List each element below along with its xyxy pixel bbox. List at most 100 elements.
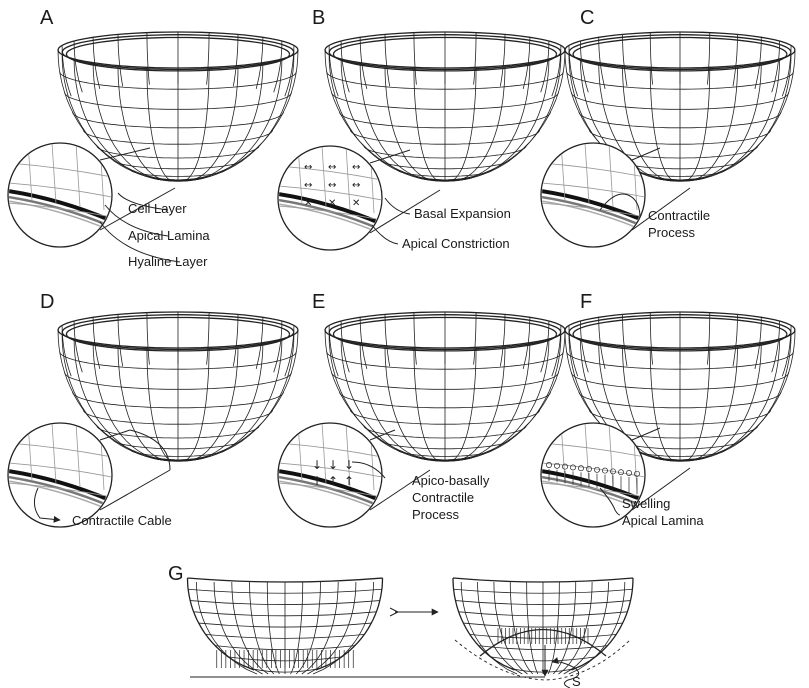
label-contractile-cable: Contractile Cable	[72, 513, 172, 528]
bowl-e-meridian	[414, 347, 445, 461]
bowl-b-back-meridian	[341, 41, 349, 92]
panel-f: F Swelling Apical Lamina	[541, 291, 795, 528]
inset-circle-e-arrow-up: ↑	[328, 474, 338, 488]
bowl-d-meridian	[147, 347, 178, 461]
bowl-b-meridian	[360, 63, 445, 181]
label-apico-basally: Apico-basally	[412, 473, 490, 488]
inset-circle-e-arrow-down: ↓	[312, 458, 322, 472]
label-apical-constriction: Apical Constriction	[402, 236, 510, 251]
bowl-d-meridian	[118, 346, 178, 461]
inset-circle-d	[8, 423, 112, 527]
bowl-f-meridian	[680, 339, 780, 460]
panel-g-letter: G	[168, 563, 184, 585]
bowl-b-back-meridian	[541, 41, 549, 92]
bowl-e-meridian	[445, 343, 530, 461]
label-basal-expansion: Basal Expansion	[414, 206, 511, 221]
inset-link-c1	[632, 148, 660, 160]
panel-g: G S	[168, 563, 633, 688]
bowl-b-meridian	[445, 63, 530, 181]
bowl-g-after	[453, 578, 633, 674]
bowl-d-meridian	[178, 347, 209, 461]
bowl-a-meridian	[93, 63, 178, 181]
label-process-e: Process	[412, 507, 459, 522]
inset-circle-e-arrow-up: ↑	[312, 474, 322, 488]
label-contractile-c: Contractile	[648, 208, 710, 223]
panel-a: A Cell Layer Apical Lamina Hyaline Layer	[8, 7, 298, 269]
label-s: S	[572, 674, 581, 688]
inset-circle-b: ↔↔✕↔↔✕↔↔✕	[278, 146, 382, 250]
bowl-c-meridian	[680, 59, 780, 180]
bowl-d-back-meridian	[274, 321, 282, 372]
bowl-f-meridian	[680, 347, 710, 461]
inset-circle-b-arrow-glyph: ↔	[328, 162, 336, 173]
bowl-c-meridian	[680, 63, 761, 181]
bowl-g-after-meridian	[569, 582, 625, 674]
bowl-b-meridian	[414, 67, 445, 181]
bowl-g-after-meridian	[461, 582, 517, 674]
bowl-b-meridian	[445, 59, 549, 180]
bowl-a-meridian	[178, 67, 209, 181]
panel-b-letter: B	[312, 7, 325, 29]
bowl-a-back-meridian	[74, 41, 82, 92]
inset-circle-e: ↓ ↑ ↓ ↑ ↓ ↑	[278, 423, 382, 527]
inset-circle-e-arrow-up: ↑	[344, 474, 354, 488]
inset-circle-b-arrow-glyph: ↔	[304, 180, 312, 191]
bowl-d-back-meridian	[74, 321, 82, 372]
bowl-f-back-meridian	[580, 321, 588, 372]
inset-circle-f	[541, 423, 645, 527]
s-leader-arrow	[552, 662, 575, 668]
bowl-f-meridian	[680, 346, 738, 461]
label-apical-lamina: Apical Lamina	[128, 228, 210, 243]
panel-d-letter: D	[40, 291, 54, 313]
bowl-e-meridian	[445, 346, 505, 461]
bowl-d-meridian	[178, 339, 282, 460]
panel-f-letter: F	[580, 291, 592, 313]
inset-link-f1	[632, 428, 660, 440]
label-contractile-e: Contractile	[412, 490, 474, 505]
inset-circle-b-arrow-glyph: ✕	[352, 198, 360, 209]
bowl-g-after-ring	[453, 578, 633, 582]
bowl-d-meridian	[178, 343, 263, 461]
bowl-c-meridian	[680, 66, 738, 181]
bowl-a-meridian	[178, 59, 282, 180]
bowl-c-meridian	[650, 67, 680, 181]
bowl-e-meridian	[445, 347, 476, 461]
bowl-g-before	[188, 578, 383, 674]
bowl-e-meridian	[360, 343, 445, 461]
bowl-f-meridian	[650, 347, 680, 461]
bowl-a-meridian	[118, 66, 178, 181]
inset-circle-e-arrow-down: ↓	[344, 458, 354, 472]
panel-b: B ↔↔✕↔↔✕↔↔✕ Basal Expansion Apical Const…	[278, 7, 565, 251]
inset-circle-e-arrow-down: ↓	[328, 458, 338, 472]
inset-circle-a	[8, 143, 112, 247]
bowl-c-back-meridian	[772, 41, 780, 92]
label-swelling: Swelling	[622, 496, 670, 511]
bowl-a-meridian	[147, 67, 178, 181]
panel-c: C Contractile Process	[541, 7, 795, 247]
inset-circle-b-arrow-glyph: ✕	[328, 198, 336, 209]
panel-d: D Contractile Cable	[8, 291, 298, 528]
panel-e-letter: E	[312, 291, 325, 313]
inset-circle-b-arrow-glyph: ↔	[352, 162, 360, 173]
leader-basal-expansion	[385, 198, 410, 214]
bowl-f-meridian	[680, 343, 761, 461]
leader-apical-constriction	[372, 225, 398, 244]
bowl-a-back-meridian	[274, 41, 282, 92]
bowl-e-back-meridian	[541, 321, 549, 372]
inset-circle-b-arrow-glyph: ✕	[304, 198, 312, 209]
panel-c-letter: C	[580, 7, 594, 29]
bowl-e-meridian	[445, 339, 549, 460]
bowl-d-meridian	[178, 346, 238, 461]
inset-circle-b-arrow-glyph: ↔	[328, 180, 336, 191]
label-apical-lamina-f: Apical Lamina	[622, 513, 704, 528]
inset-circle-b-arrow-glyph: ↔	[304, 162, 312, 173]
bowl-c-back-meridian	[580, 41, 588, 92]
label-hyaline-layer: Hyaline Layer	[128, 254, 208, 269]
bowl-a-meridian	[178, 63, 263, 181]
label-cell-layer: Cell Layer	[128, 201, 187, 216]
bowl-b-meridian	[445, 67, 476, 181]
bowl-a-meridian	[178, 66, 238, 181]
bowl-b-meridian	[385, 66, 445, 181]
bowl-d-meridian	[93, 343, 178, 461]
